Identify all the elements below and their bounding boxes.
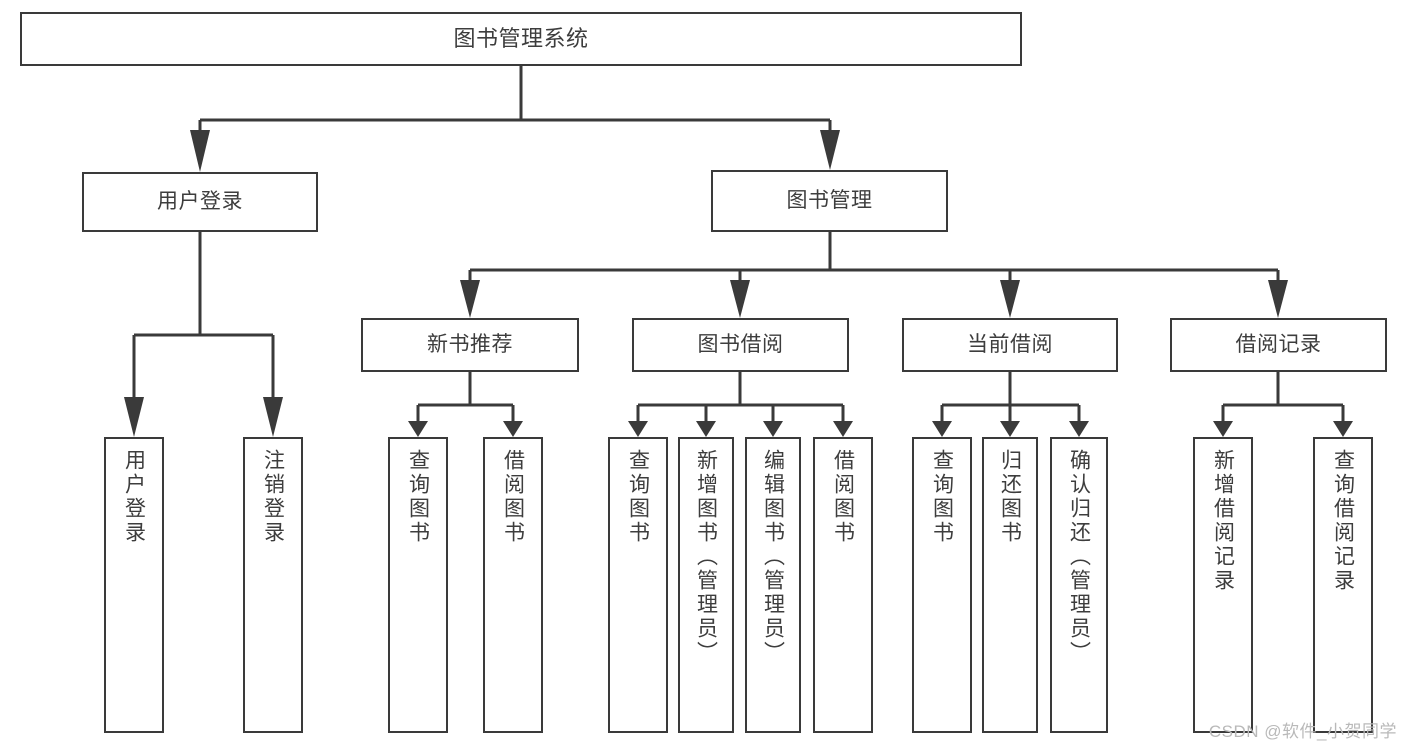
node-label: 查询借阅记录: [1331, 449, 1355, 593]
node-label: 图书管理: [786, 188, 873, 212]
arrowhead-l3-2: [730, 280, 750, 318]
arrowhead-bor-leaf3: [763, 421, 783, 437]
arrowhead-bor-leaf1: [628, 421, 648, 437]
node-leaf-return-book[interactable]: 归还图书: [982, 437, 1038, 733]
node-leaf-edit-book-admin[interactable]: 编辑图书（管理员）: [745, 437, 801, 733]
arrowhead-bor-leaf4: [833, 421, 853, 437]
node-label: 查询图书: [626, 449, 650, 545]
arrowhead-l3-3: [1000, 280, 1020, 318]
node-label: 查询图书: [406, 449, 430, 545]
node-leaf-user-login[interactable]: 用户登录: [104, 437, 164, 733]
arrowhead-recd-leaf1: [1213, 421, 1233, 437]
node-label: 借阅图书: [831, 449, 855, 545]
node-label: 用户登录: [157, 189, 243, 213]
node-current-borrow[interactable]: 当前借阅: [902, 318, 1118, 372]
node-label: 用户登录: [122, 449, 146, 545]
node-book-borrow[interactable]: 图书借阅: [632, 318, 849, 372]
node-user-login[interactable]: 用户登录: [82, 172, 318, 232]
node-leaf-add-borrow-record[interactable]: 新增借阅记录: [1193, 437, 1253, 733]
node-leaf-add-book-admin[interactable]: 新增图书（管理员）: [678, 437, 734, 733]
node-label: 查询图书: [930, 449, 954, 545]
node-label: 新增借阅记录: [1211, 449, 1235, 593]
arrowhead-recd-leaf2: [1333, 421, 1353, 437]
node-label: 借阅图书: [501, 449, 525, 545]
node-label: 新增图书（管理员）: [694, 449, 718, 665]
node-leaf-logout[interactable]: 注销登录: [243, 437, 303, 733]
node-borrow-record[interactable]: 借阅记录: [1170, 318, 1387, 372]
node-leaf-query-book-recommend[interactable]: 查询图书: [388, 437, 448, 733]
node-leaf-borrow-book[interactable]: 借阅图书: [813, 437, 873, 733]
node-label: 图书管理系统: [453, 26, 589, 52]
node-leaf-confirm-return-admin[interactable]: 确认归还（管理员）: [1050, 437, 1108, 733]
node-label: 当前借阅: [967, 332, 1053, 356]
watermark-text: CSDN @软件_小贺同学: [1208, 722, 1397, 741]
arrowhead-rec-leaf1: [408, 421, 428, 437]
node-root-system[interactable]: 图书管理系统: [20, 12, 1022, 66]
node-leaf-borrow-book-recommend[interactable]: 借阅图书: [483, 437, 543, 733]
arrowhead-bor-leaf2: [696, 421, 716, 437]
node-leaf-query-borrow-record[interactable]: 查询借阅记录: [1313, 437, 1373, 733]
node-label: 图书借阅: [697, 332, 784, 356]
node-label: 归还图书: [998, 449, 1022, 545]
node-new-book-recommend[interactable]: 新书推荐: [361, 318, 579, 372]
node-leaf-query-book-current[interactable]: 查询图书: [912, 437, 972, 733]
arrowhead-cur-leaf2: [1000, 421, 1020, 437]
arrowhead-login: [190, 130, 210, 172]
node-leaf-query-book-borrow[interactable]: 查询图书: [608, 437, 668, 733]
arrowhead-login-leaf2: [263, 397, 283, 437]
arrowhead-l3-1: [460, 280, 480, 318]
arrowhead-books: [820, 130, 840, 170]
node-label: 编辑图书（管理员）: [761, 449, 785, 665]
arrowhead-login-leaf1: [124, 397, 144, 437]
node-label: 注销登录: [261, 449, 285, 545]
arrowhead-cur-leaf1: [932, 421, 952, 437]
arrowhead-rec-leaf2: [503, 421, 523, 437]
arrowhead-l3-4: [1268, 280, 1288, 318]
node-book-management[interactable]: 图书管理: [711, 170, 948, 232]
node-label: 借阅记录: [1235, 332, 1322, 356]
arrowhead-cur-leaf3: [1069, 421, 1089, 437]
node-label: 确认归还（管理员）: [1067, 449, 1091, 665]
node-label: 新书推荐: [427, 332, 513, 356]
